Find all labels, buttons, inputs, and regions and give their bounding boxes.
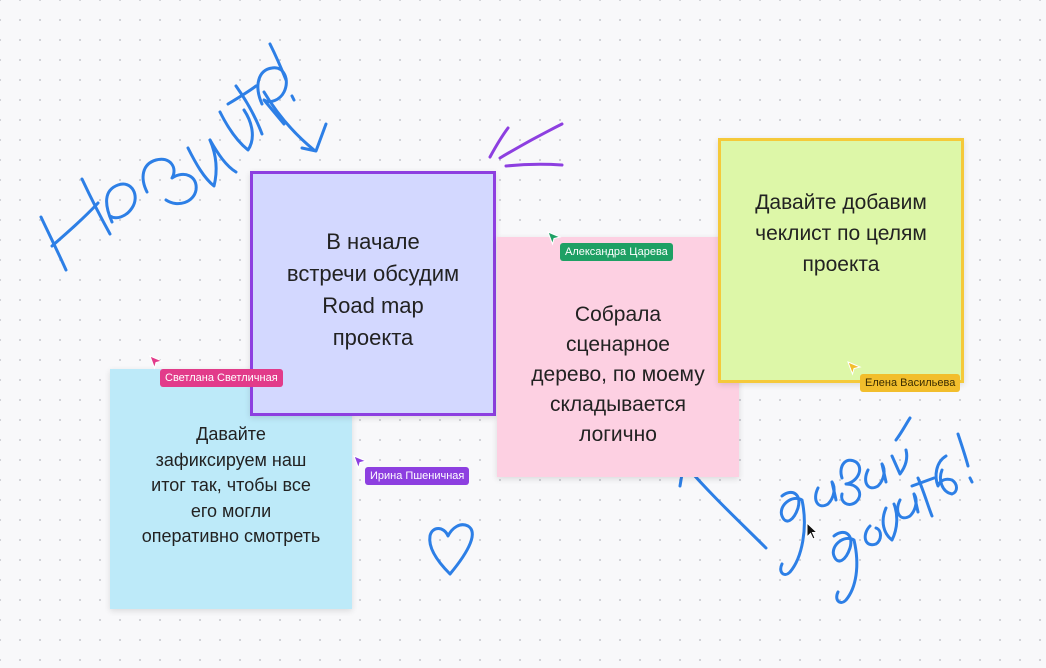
handwriting-stroke [864,462,888,490]
handwriting-stroke [105,182,137,224]
sticky-text-line: чеклист по целям [755,222,927,245]
handwriting-stroke [910,476,936,518]
sticky-text-line: зафиксируем наш [155,449,307,470]
collaborator-name-tag: Ирина Пшеничная [365,467,470,485]
spark-line [488,126,510,159]
arrow-head [300,122,328,153]
handwriting-stroke [226,84,258,106]
arrow-shaft [262,90,316,152]
handwriting-stroke [896,492,920,520]
sticky-text-line: встречи обсудим [286,260,460,286]
handwriting-stroke [186,138,218,188]
handwritten-davai[interactable] [779,416,912,576]
handwriting-stroke [256,66,288,126]
heart-doodle[interactable] [428,523,474,576]
sticky-text-line: Собрала [574,303,662,326]
sticky-text-line: его могли [190,500,272,521]
sticky-note-pink[interactable]: Собрала сценарное дерево, по моему склад… [497,237,739,477]
handwriting-stroke [141,157,198,206]
sticky-text-line: оперативно смотреть [141,526,321,547]
handwritten-delat[interactable] [831,432,974,604]
handwriting-stroke [831,531,859,604]
cursor-arrow-icon [149,355,164,370]
handwriting-stroke [863,524,882,547]
sticky-note-text: В начале встречи обсудим Road map проект… [287,226,459,354]
mouse-pointer-icon [806,522,819,540]
sticky-note-text: Собрала сценарное дерево, по моему склад… [531,300,704,450]
cursor-arrow-icon [353,455,368,470]
handwriting-stroke [39,215,68,272]
handwriting-stroke [839,458,862,506]
sticky-text-line: итог так, чтобы все [151,475,311,496]
arrow-down-right-doodle[interactable] [262,90,328,153]
sticky-text-line: сценарное [566,333,670,356]
sticky-text-line: Road map [322,292,424,318]
handwriting-stroke [234,84,264,136]
handwriting-stroke [881,502,899,542]
handwriting-stroke [218,108,254,152]
spark-line [498,122,564,160]
handwriting-stroke [50,201,100,248]
sticky-text-line: логично [579,423,657,446]
sticky-text-line: проекта [332,324,414,350]
handwriting-stroke [814,480,838,508]
sticky-text-line: проекта [802,253,880,276]
handwriting-stroke [890,448,909,476]
handwriting-stroke [968,476,974,484]
cursor-arrow-icon [847,361,862,376]
heart-stroke [428,523,474,576]
sticky-text-line: В начале [326,228,420,254]
sticky-note-text: Давайте добавим чеклист по целям проекта [755,187,927,280]
sticky-note-green-selected[interactable]: Давайте добавим чеклист по целям проекта [718,138,964,383]
handwriting-stroke [934,454,958,496]
handwriting-stroke [208,138,238,174]
collaborator-name-tag: Светлана Светличная [160,369,283,387]
sticky-note-purple-selected[interactable]: В начале встречи обсудим Road map проект… [250,171,496,416]
handwriting-stroke [290,94,296,102]
handwriting-stroke [268,42,288,82]
cursor-arrow-icon [547,231,562,246]
handwriting-stroke [956,432,970,468]
handwriting-stroke [80,177,112,236]
collaborator-name-tag: Елена Васильева [860,374,961,392]
arrow-shaft [684,464,768,550]
spark-line [504,162,564,168]
sticky-text-line: Давайте добавим [755,191,927,214]
handwriting-stroke [894,416,912,442]
sticky-text-line: складывается [549,393,687,416]
sticky-text-line: дерево, по моему [531,363,705,386]
sticky-note-text: Давайте зафиксируем наш итог так, чтобы … [142,422,321,550]
spark-lines-doodle[interactable] [488,122,564,168]
collaborator-name-tag: Александра Царева [560,243,673,261]
sticky-text-line: Давайте [196,424,266,445]
handwriting-stroke [779,491,806,576]
